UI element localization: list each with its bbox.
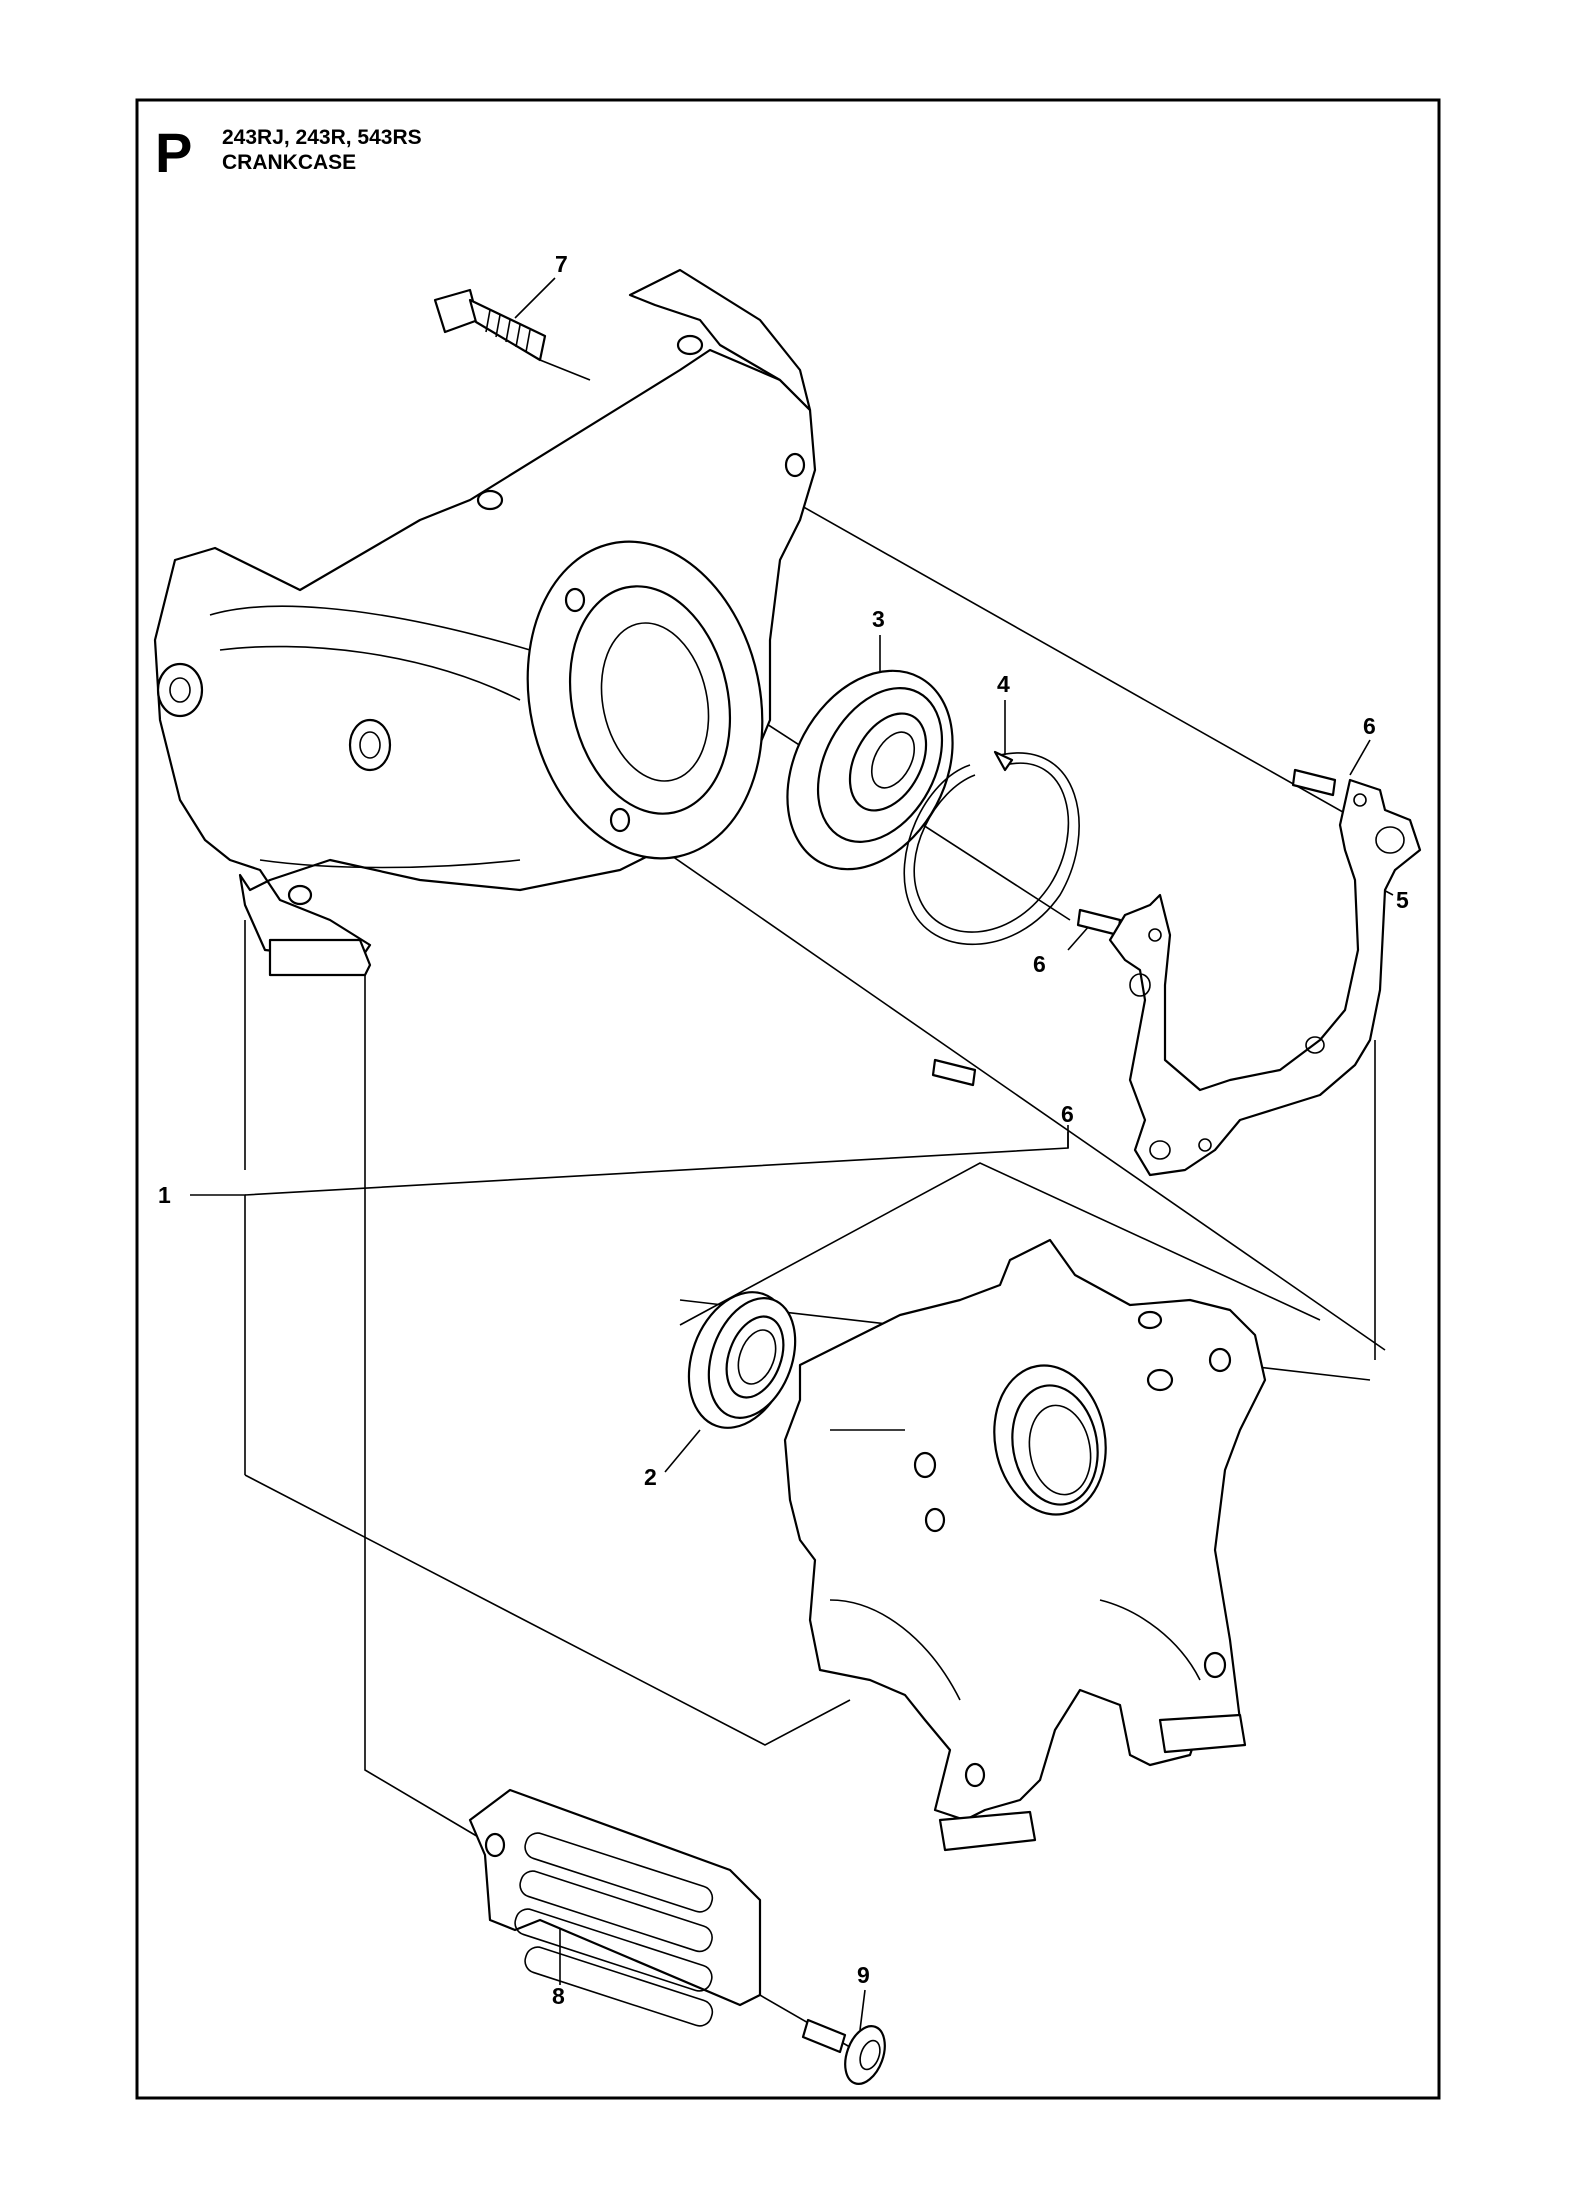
callout-2: 2 — [644, 1464, 657, 1490]
page-frame — [135, 98, 1441, 2100]
callouts: 7 3 4 6 5 6 6 1 2 8 9 — [158, 251, 1409, 2009]
crankcase-upper-drawing — [153, 268, 817, 977]
screw-9-drawing — [801, 2018, 886, 2085]
callout-6-middle: 6 — [1033, 951, 1046, 977]
pins-6-drawing — [931, 768, 1337, 1087]
heat-shield-8-drawing — [468, 1788, 762, 2027]
callout-4: 4 — [997, 671, 1010, 697]
callout-7: 7 — [555, 251, 568, 277]
callout-1: 1 — [158, 1182, 171, 1208]
model-list: 243RJ, 243R, 543RS — [222, 126, 422, 149]
seal-3-drawing — [786, 669, 954, 871]
callout-9: 9 — [857, 1962, 870, 1988]
callout-6-lower: 6 — [1061, 1101, 1074, 1127]
callout-6-upper: 6 — [1363, 713, 1376, 739]
snap-ring-4-drawing — [903, 750, 1080, 946]
callout-5: 5 — [1396, 887, 1409, 913]
callout-8: 8 — [552, 1983, 565, 2009]
callout-3: 3 — [872, 606, 885, 632]
section-letter: P — [155, 121, 192, 184]
gasket-5-drawing — [1108, 778, 1422, 1177]
assembly-lines — [190, 277, 1411, 2051]
bolt-7-drawing — [433, 288, 547, 362]
crankcase-lower-drawing — [783, 1238, 1267, 1852]
page-title: CRANKCASE — [222, 151, 356, 174]
bearing-2-drawing — [687, 1291, 797, 1429]
